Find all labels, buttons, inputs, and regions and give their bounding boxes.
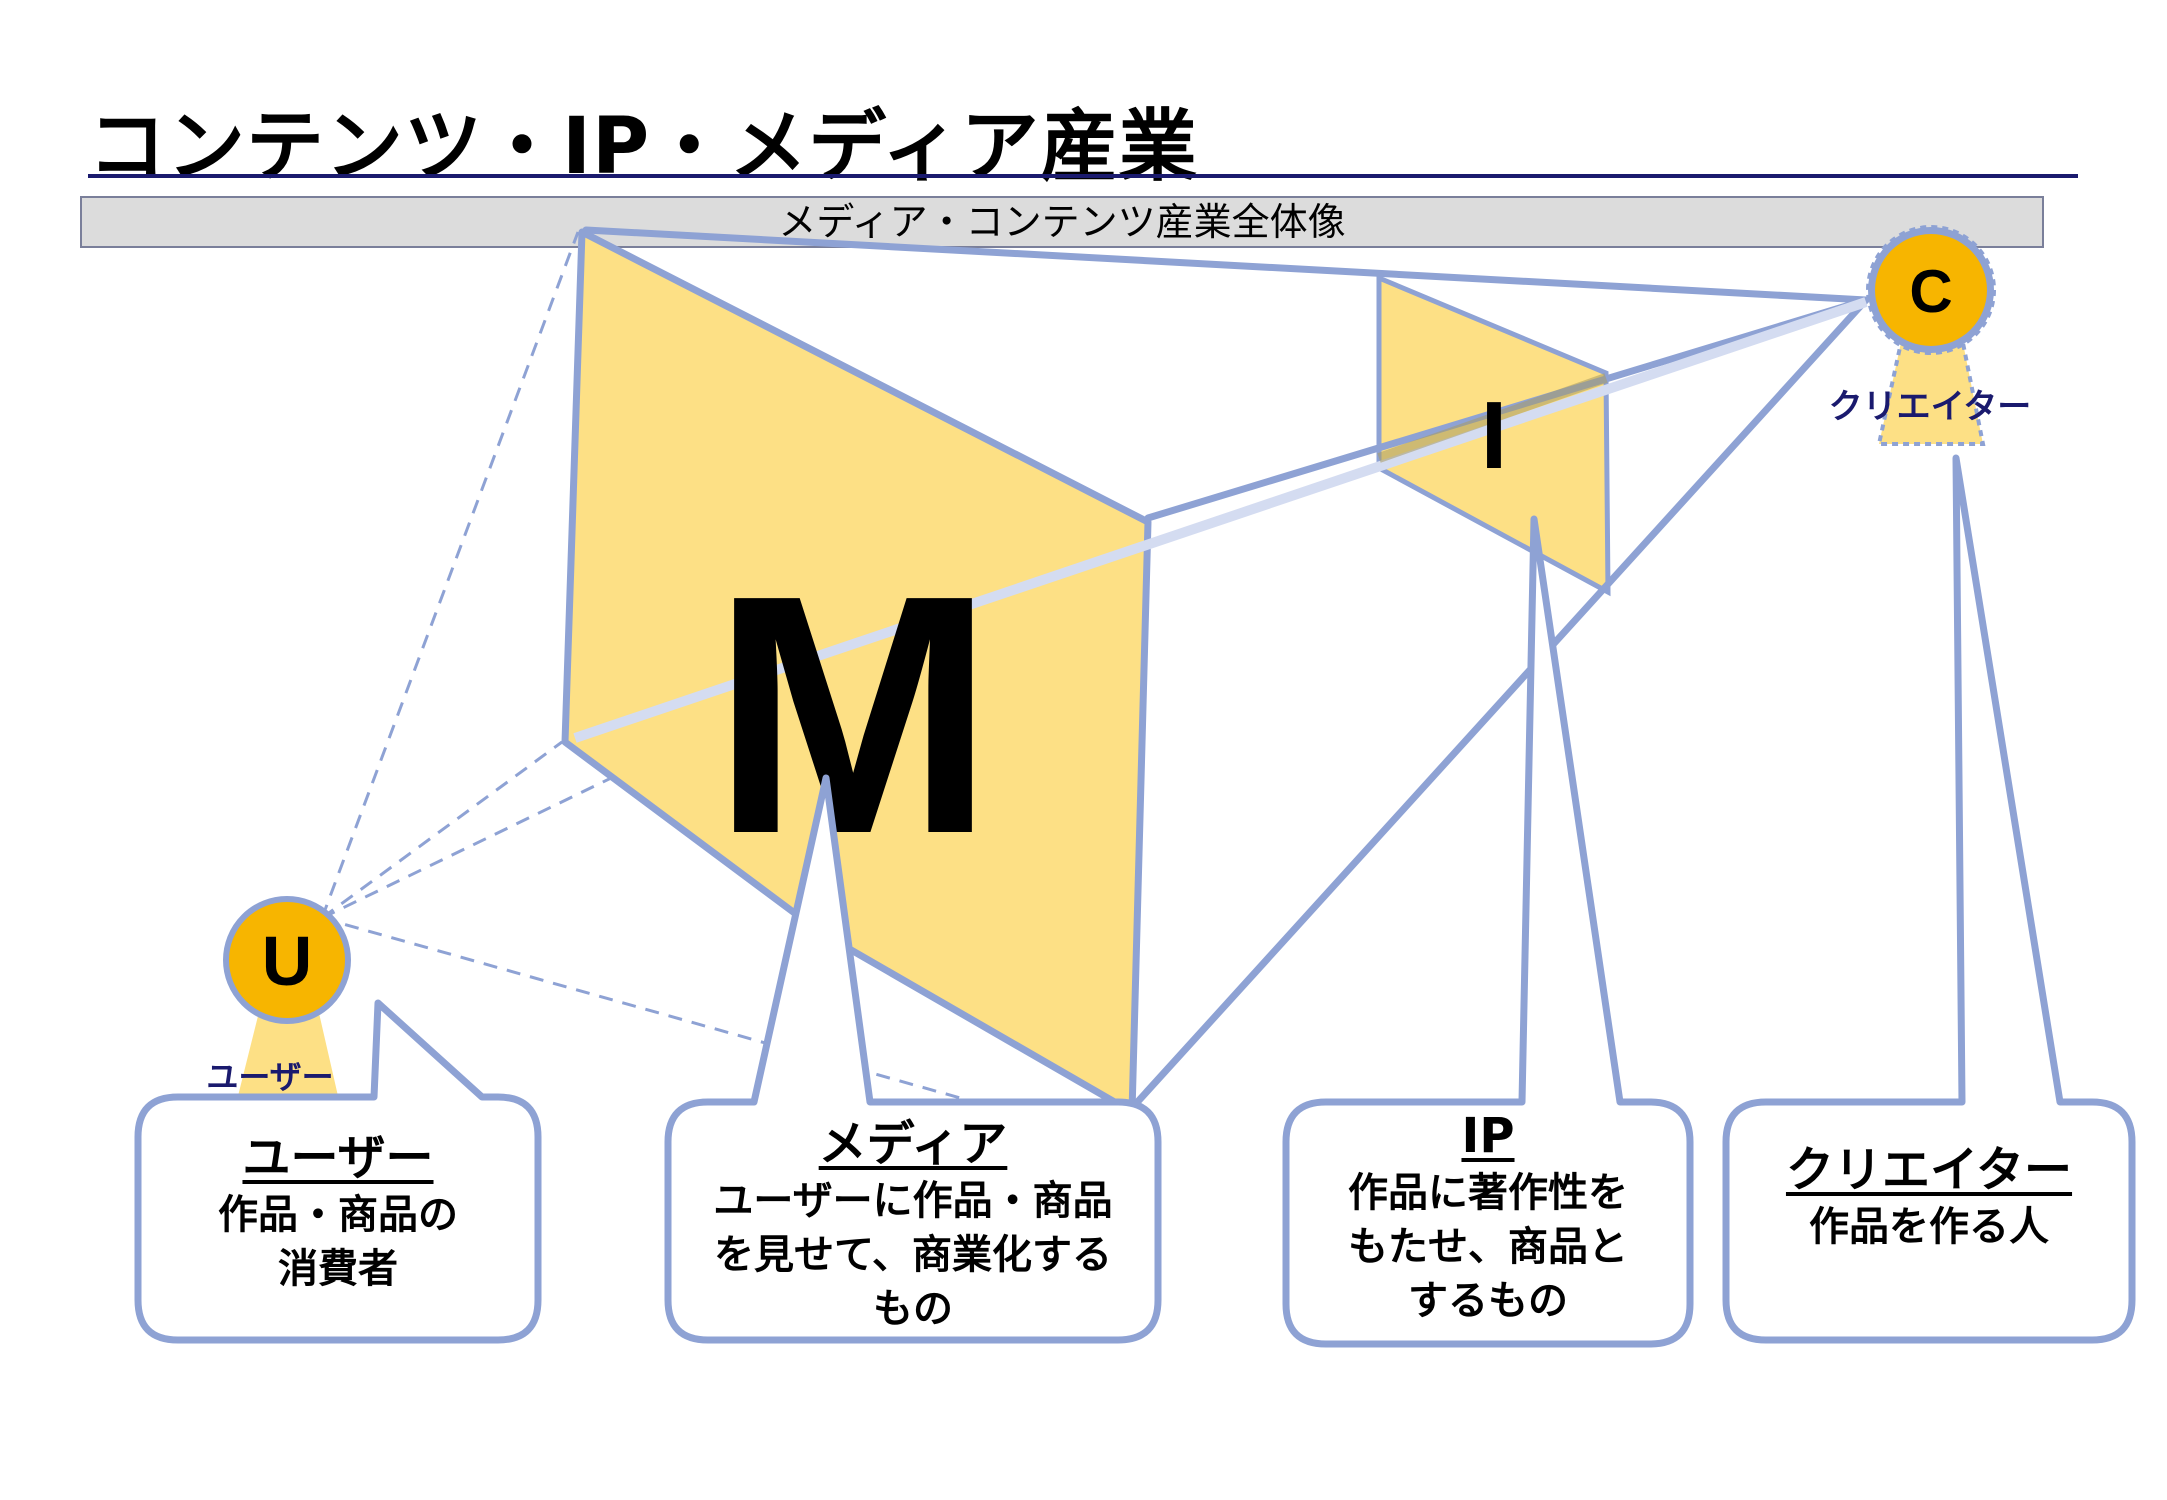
- title-underline: [88, 174, 2078, 178]
- ip-shape: [1376, 274, 1611, 597]
- ip-bubble: [1282, 515, 1694, 1348]
- ip-bubble-heading: IP: [1461, 1108, 1515, 1164]
- media-bubble-line: もの: [873, 1286, 953, 1332]
- creator-bubble-heading: クリエイター: [1785, 1142, 2073, 1198]
- creator-bubble: [1722, 454, 2136, 1344]
- ip-bubble-line: 作品に著作性を: [1348, 1170, 1628, 1216]
- user-label: ユーザー: [206, 1059, 333, 1095]
- ip-pass-through: [1377, 373, 1608, 463]
- creator-pedestal: [1876, 336, 1986, 446]
- user-bubble-line: 作品・商品の: [218, 1192, 458, 1238]
- media-bubble-line: を見せて、商業化する: [714, 1232, 1112, 1278]
- creator-node: C: [1866, 225, 1996, 355]
- callout-bubbles: [134, 454, 2136, 1348]
- media-letter: M: [711, 525, 994, 905]
- media-shape: [561, 228, 1152, 1116]
- creator-letter: C: [1909, 258, 1952, 325]
- media-bubble-text: メディア ユーザーに作品・商品 を見せて、商業化する もの: [678, 1114, 1148, 1336]
- media-bubble-heading: メディア: [818, 1116, 1008, 1172]
- ip-bubble-line: もたせ、商品と: [1348, 1224, 1628, 1270]
- media-bubble-line: ユーザーに作品・商品: [713, 1178, 1113, 1224]
- creator-bubble-line: 作品を作る人: [1809, 1204, 2049, 1250]
- user-pedestal: [238, 1000, 338, 1096]
- creator-label: クリエイター: [1829, 388, 2032, 426]
- user-bubble-text: ユーザー 作品・商品の 消費者: [150, 1128, 526, 1296]
- user-letter: U: [262, 922, 313, 1000]
- ip-letter: I: [1481, 382, 1508, 489]
- ip-bubble-line: するもの: [1408, 1278, 1568, 1324]
- user-node: U: [223, 896, 351, 1024]
- media-bubble: [664, 774, 1162, 1344]
- creator-bubble-text: クリエイター 作品を作る人: [1736, 1140, 2122, 1254]
- diagram-banner: メディア・コンテンツ産業全体像: [80, 196, 2044, 248]
- ip-bubble-text: IP 作品に著作性を もたせ、商品と するもの: [1296, 1106, 1680, 1328]
- user-bubble-line: 消費者: [278, 1246, 398, 1292]
- light-ray: [573, 297, 1868, 743]
- user-bubble: [134, 999, 542, 1344]
- user-bubble-heading: ユーザー: [242, 1130, 434, 1186]
